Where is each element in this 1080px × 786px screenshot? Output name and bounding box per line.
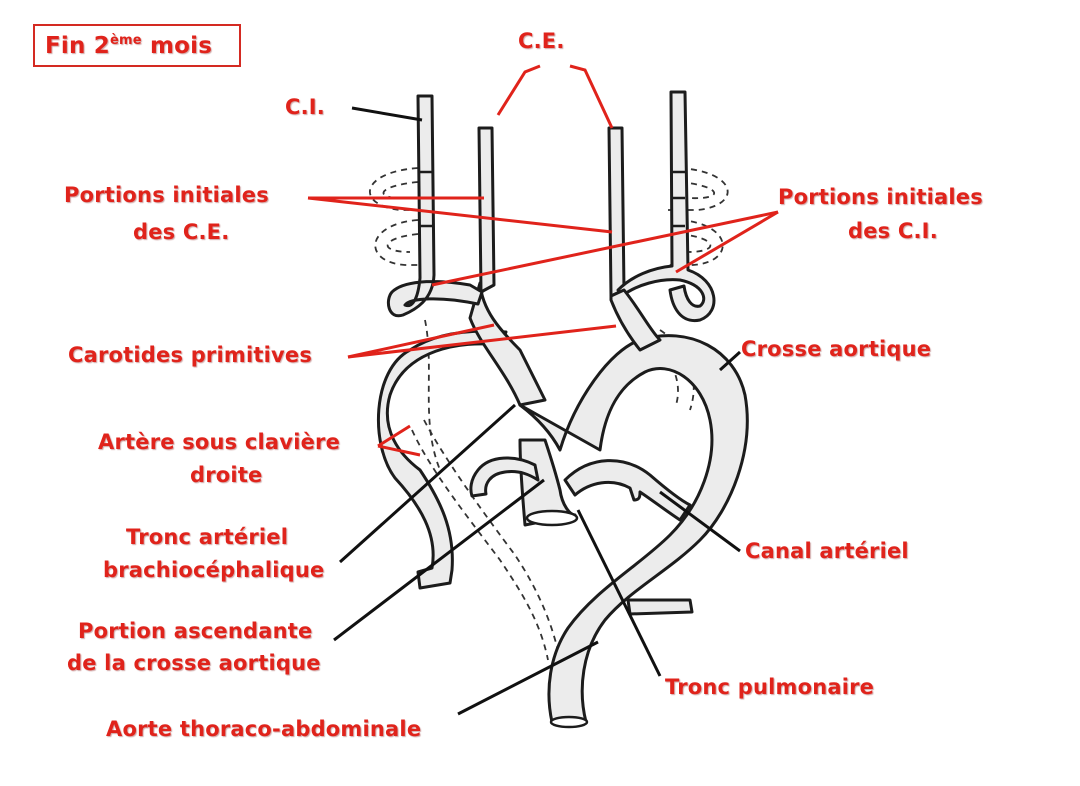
right-pulmonary-branch xyxy=(469,456,540,498)
label-tronc-brachio-line1: Tronc artériel xyxy=(126,525,289,549)
ascending-aorta-lumen xyxy=(525,509,579,527)
label-sous-claviere-line1: Artère sous clavière xyxy=(98,430,341,454)
label-crosse-aortique: Crosse aortique xyxy=(741,337,932,361)
label-portions-ce-line2: des C.E. xyxy=(133,220,230,244)
red-leader-lines xyxy=(307,64,779,457)
right-internal-carotid xyxy=(616,90,716,323)
label-sous-claviere-line2: droite xyxy=(190,463,263,487)
label-tronc-brachio-line2: brachiocéphalique xyxy=(103,558,325,582)
label-portions-ci-line2: des C.I. xyxy=(848,219,938,243)
label-portion-ascendante-line1: Portion ascendante xyxy=(78,619,313,643)
black-leader-lines xyxy=(333,106,742,716)
label-aorte-thoraco-abdominale: Aorte thoraco-abdominale xyxy=(106,717,422,741)
descending-aorta-lumen xyxy=(549,715,589,729)
label-carotides-primitives: Carotides primitives xyxy=(68,343,313,367)
left-external-carotid xyxy=(477,126,496,294)
title-box: Fin 2ème mois xyxy=(33,24,241,67)
title-label: Fin 2ème mois xyxy=(45,32,213,59)
left-internal-carotid xyxy=(386,94,484,318)
right-ci-bands xyxy=(671,170,685,228)
label-portions-ci-line1: Portions initiales xyxy=(778,185,983,209)
right-external-carotid xyxy=(607,126,626,298)
right-subclavian-artery xyxy=(377,329,508,590)
label-portions-ce-line1: Portions initiales xyxy=(64,183,269,207)
label-ce-top: C.E. xyxy=(518,29,565,53)
left-pulmonary-branch-and-canal xyxy=(563,459,692,522)
label-portion-ascendante-line2: de la crosse aortique xyxy=(67,651,321,675)
label-ci: C.I. xyxy=(285,95,325,119)
pulmonary-trunk-root xyxy=(626,598,694,616)
right-common-carotid-stem xyxy=(609,288,662,352)
label-canal-arteriel: Canal artériel xyxy=(745,539,909,563)
label-tronc-pulmonaire: Tronc pulmonaire xyxy=(665,675,875,699)
